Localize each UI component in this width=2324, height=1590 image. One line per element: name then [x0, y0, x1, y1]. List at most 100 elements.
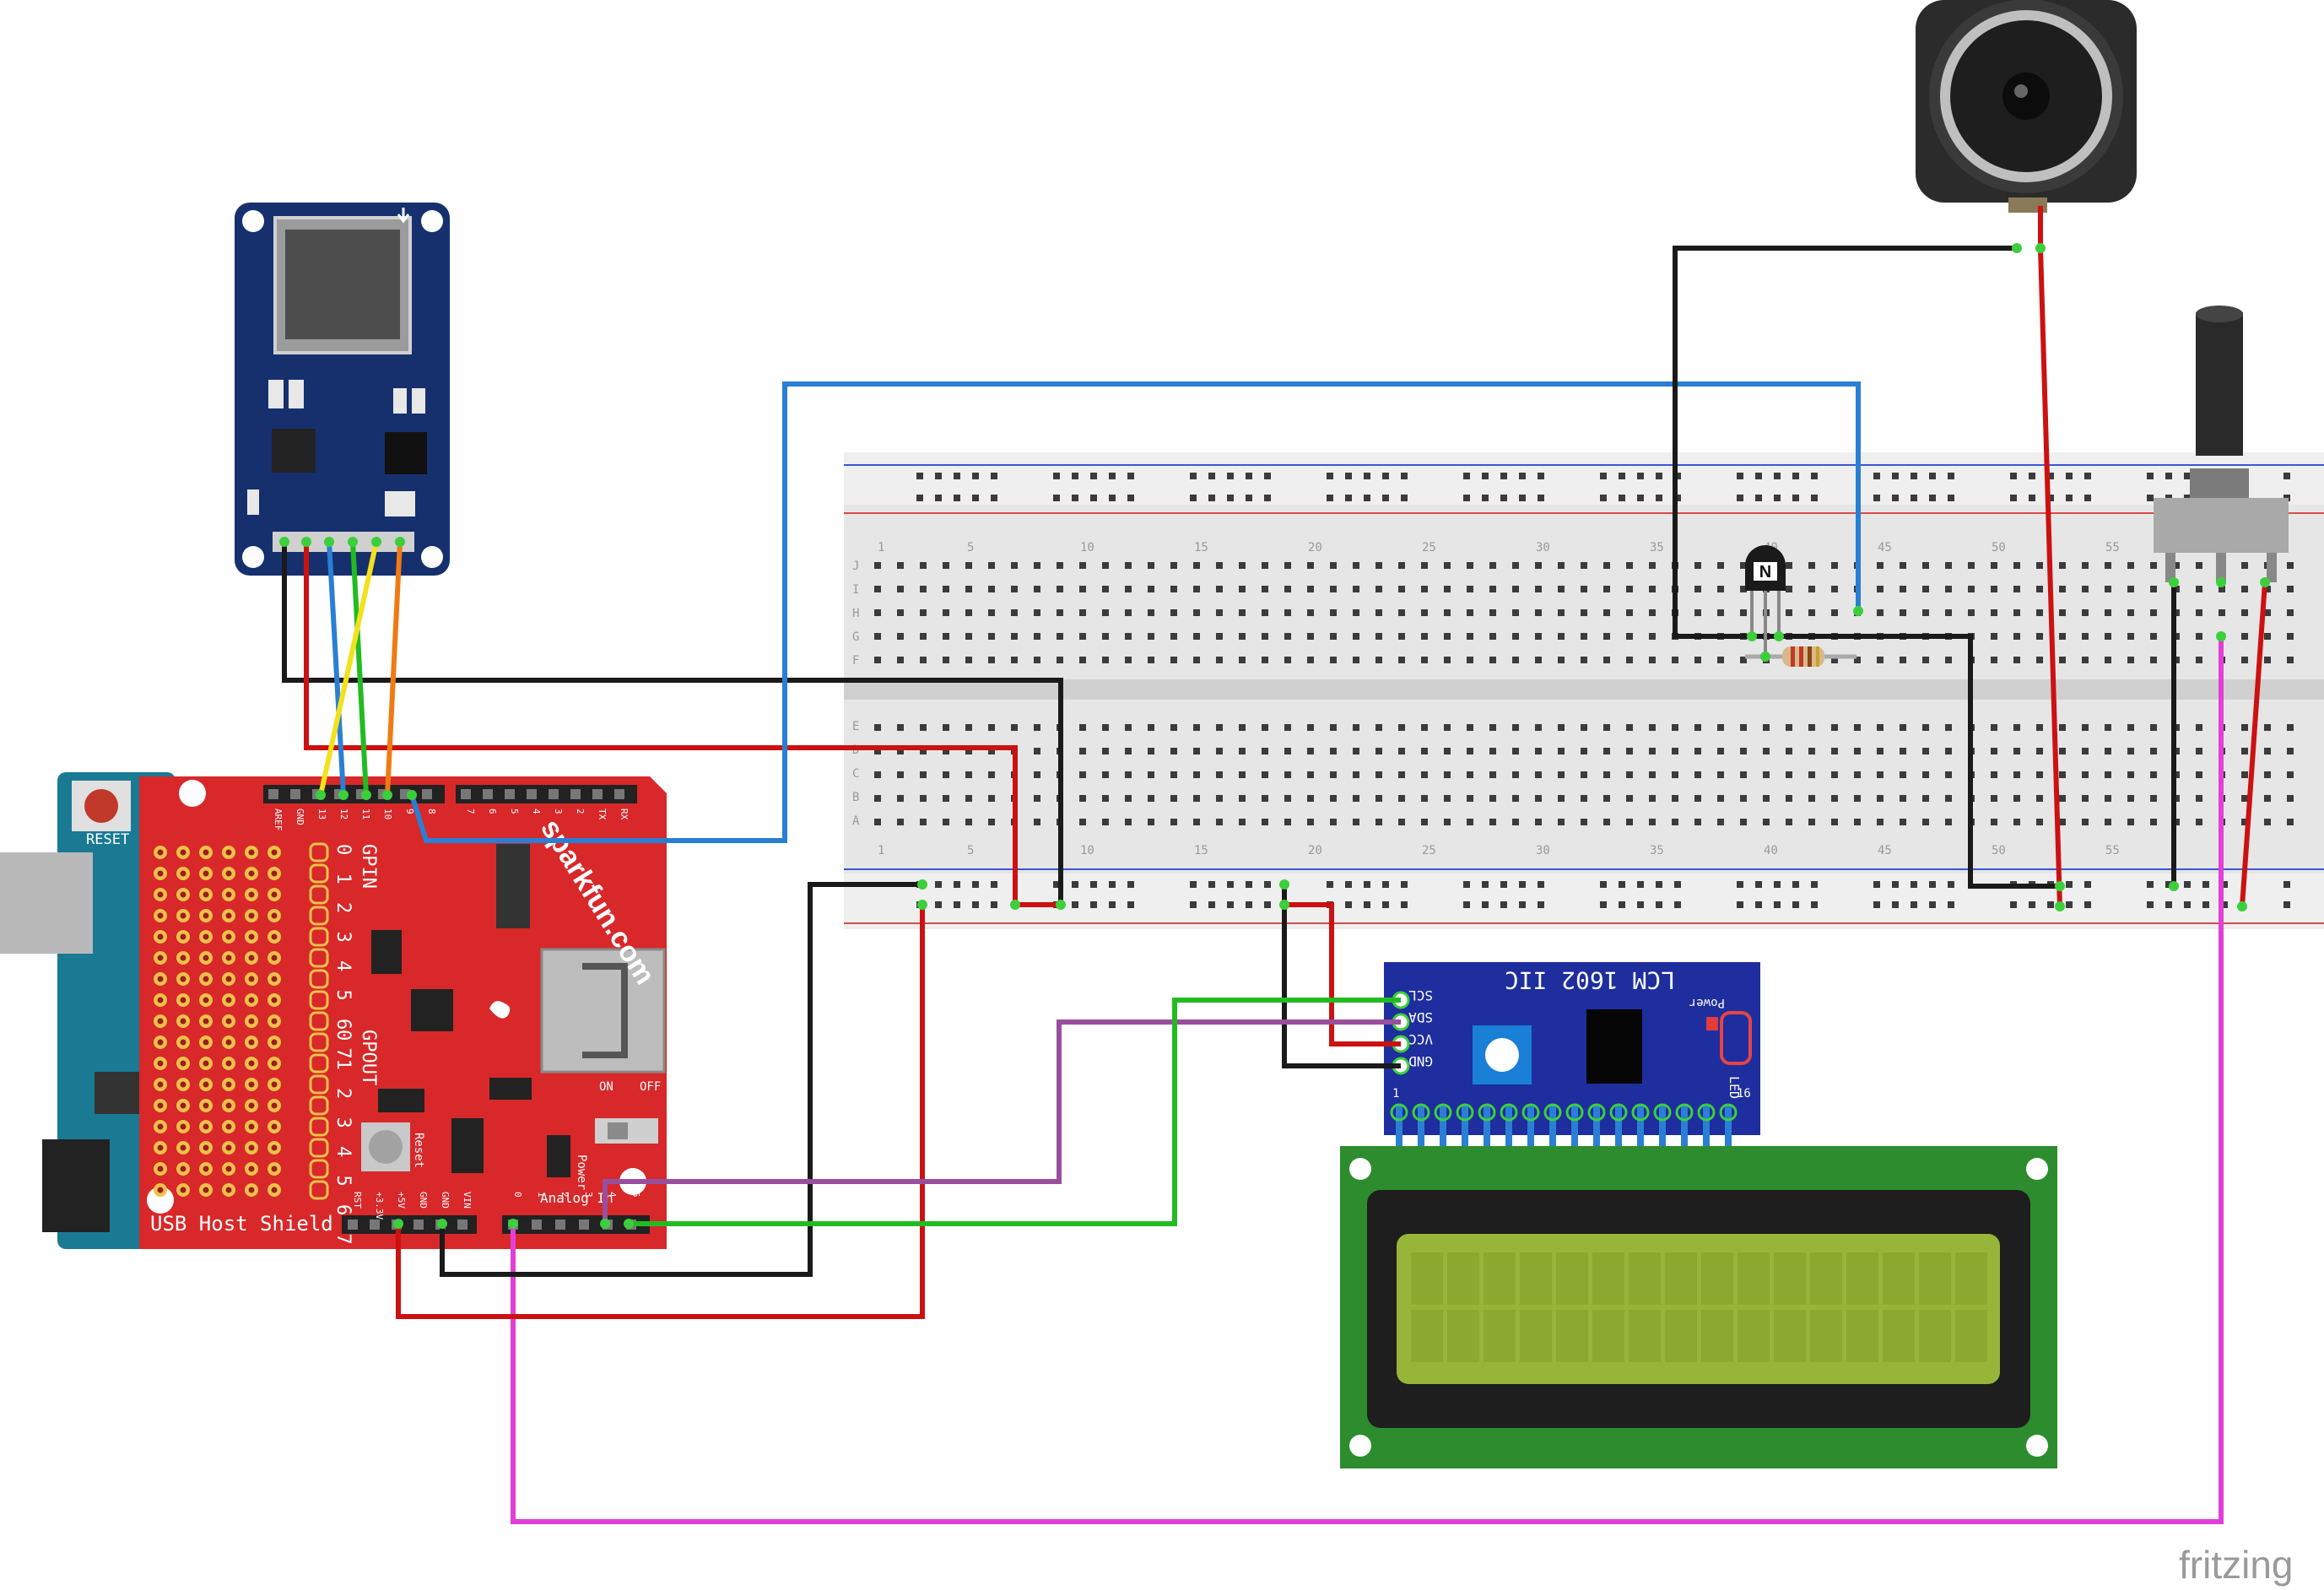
- proto-pad-hole: [203, 1144, 209, 1151]
- breadboard-hole: [1945, 657, 1952, 663]
- breadboard-hole: [1740, 795, 1747, 802]
- connection-point: [1010, 900, 1020, 910]
- breadboard-hole: [2264, 657, 2271, 663]
- breadboard-hole: [1945, 795, 1952, 802]
- breadboard-hole: [2082, 562, 2089, 569]
- rail-hole: [1811, 473, 1818, 479]
- breadboard-hole: [1034, 795, 1040, 802]
- breadboard-hole: [1877, 748, 1884, 754]
- crystal: [378, 1089, 424, 1112]
- row-letter-f: F: [852, 654, 859, 668]
- bottom-header-label: 3: [583, 1192, 594, 1198]
- rail-hole: [1072, 473, 1078, 479]
- header-pin: [505, 789, 515, 799]
- i2c-header-pad: [1609, 1103, 1628, 1122]
- breadboard-hole: [965, 633, 972, 640]
- breadboard-hole: [1148, 657, 1154, 663]
- breadboard-hole: [2150, 562, 2157, 569]
- breadboard-hole: [2105, 819, 2111, 825]
- led-jumper[interactable]: [1720, 1011, 1752, 1065]
- lcd-cell: [1774, 1310, 1806, 1362]
- proto-pad-hole: [271, 870, 278, 877]
- proto-pad-hole: [248, 1039, 255, 1046]
- breadboard-hole: [1307, 586, 1314, 592]
- proto-pad-hole: [225, 1144, 232, 1151]
- breadboard-hole: [1922, 657, 1929, 663]
- proto-pad-hole: [225, 870, 232, 877]
- rail-hole: [1656, 901, 1662, 908]
- connection-point: [1760, 652, 1770, 662]
- breadboard-hole: [920, 771, 927, 778]
- breadboard-hole: [1717, 771, 1724, 778]
- bottom-header-label: 5: [630, 1192, 641, 1198]
- breadboard-hole: [2036, 724, 2043, 731]
- usb-a-socket: [540, 948, 666, 1074]
- connection-point: [1747, 631, 1757, 641]
- rail-hole: [2066, 495, 2073, 501]
- proto-pad-hole: [225, 1018, 232, 1025]
- connection-point: [2035, 243, 2046, 253]
- breadboard-hole: [1444, 748, 1451, 754]
- rail-hole: [954, 881, 960, 888]
- breadboard-hole: [1922, 819, 1929, 825]
- i2c-header-pin: [1440, 1106, 1446, 1165]
- breadboard-hole: [1398, 633, 1405, 640]
- breadboard-hole: [1535, 562, 1542, 569]
- breadboard-hole: [1694, 609, 1701, 616]
- breadboard-hole: [2105, 586, 2111, 592]
- colnum-10-b: 10: [1080, 844, 1094, 857]
- i2c-header-pad: [1631, 1103, 1650, 1122]
- breadboard-hole: [1786, 795, 1792, 802]
- breadboard-hole: [1717, 562, 1724, 569]
- sd-mount-hole-4: [421, 546, 443, 568]
- breadboard-hole: [2036, 771, 2043, 778]
- i2c-header-pin: [1637, 1106, 1644, 1165]
- rail-hole: [1053, 881, 1060, 888]
- breadboard-hole: [1239, 657, 1246, 663]
- top-header-label: AREF: [273, 809, 284, 831]
- colnum-5-b: 5: [967, 844, 974, 857]
- breadboard-hole: [2150, 771, 2157, 778]
- breadboard-hole: [2105, 724, 2111, 731]
- shield-reset-button[interactable]: [369, 1130, 403, 1164]
- power-jack: [42, 1139, 110, 1232]
- breadboard-hole: [1079, 771, 1086, 778]
- rail-hole: [2147, 495, 2154, 501]
- breadboard-hole: [1991, 586, 1997, 592]
- shield-mount-hole-3: [147, 1187, 174, 1214]
- reset-button[interactable]: [84, 789, 118, 823]
- connection-point: [395, 537, 405, 547]
- pot-shaft[interactable]: [2196, 312, 2243, 456]
- breadboard-hole: [1877, 819, 1884, 825]
- i2c-header-pad: [1434, 1103, 1452, 1122]
- breadboard-hole: [1626, 771, 1633, 778]
- breadboard-hole: [874, 771, 881, 778]
- breadboard-hole: [2127, 724, 2134, 731]
- breadboard-hole: [1535, 819, 1542, 825]
- connection-point: [279, 537, 289, 547]
- breadboard-hole: [1262, 609, 1268, 616]
- breadboard-hole: [988, 771, 995, 778]
- breadboard-hole: [1808, 795, 1815, 802]
- breadboard-hole: [2287, 657, 2294, 663]
- breadboard-hole: [1581, 586, 1587, 592]
- i2c-pin-sda: SDA: [1408, 1009, 1433, 1025]
- breadboard-hole: [1193, 795, 1200, 802]
- breadboard-hole: [2036, 748, 2043, 754]
- rail-hole: [1792, 901, 1799, 908]
- breadboard-hole: [2196, 562, 2202, 569]
- rail-hole: [2029, 495, 2035, 501]
- breadboard-hole: [1694, 562, 1701, 569]
- colnum-30-b: 30: [1536, 844, 1550, 857]
- breadboard-hole: [920, 586, 927, 592]
- gpout-label: GPOUT: [358, 1030, 379, 1085]
- breadboard-hole: [1284, 562, 1291, 569]
- breadboard-hole: [1284, 633, 1291, 640]
- rail-hole: [2283, 881, 2290, 888]
- breadboard-hole: [2287, 609, 2294, 616]
- breadboard-hole: [1284, 771, 1291, 778]
- breadboard-hole: [1353, 586, 1359, 592]
- proto-pad-hole: [248, 1144, 255, 1151]
- breadboard-hole: [1900, 771, 1906, 778]
- i2c-pin-last: 16: [1737, 1087, 1751, 1101]
